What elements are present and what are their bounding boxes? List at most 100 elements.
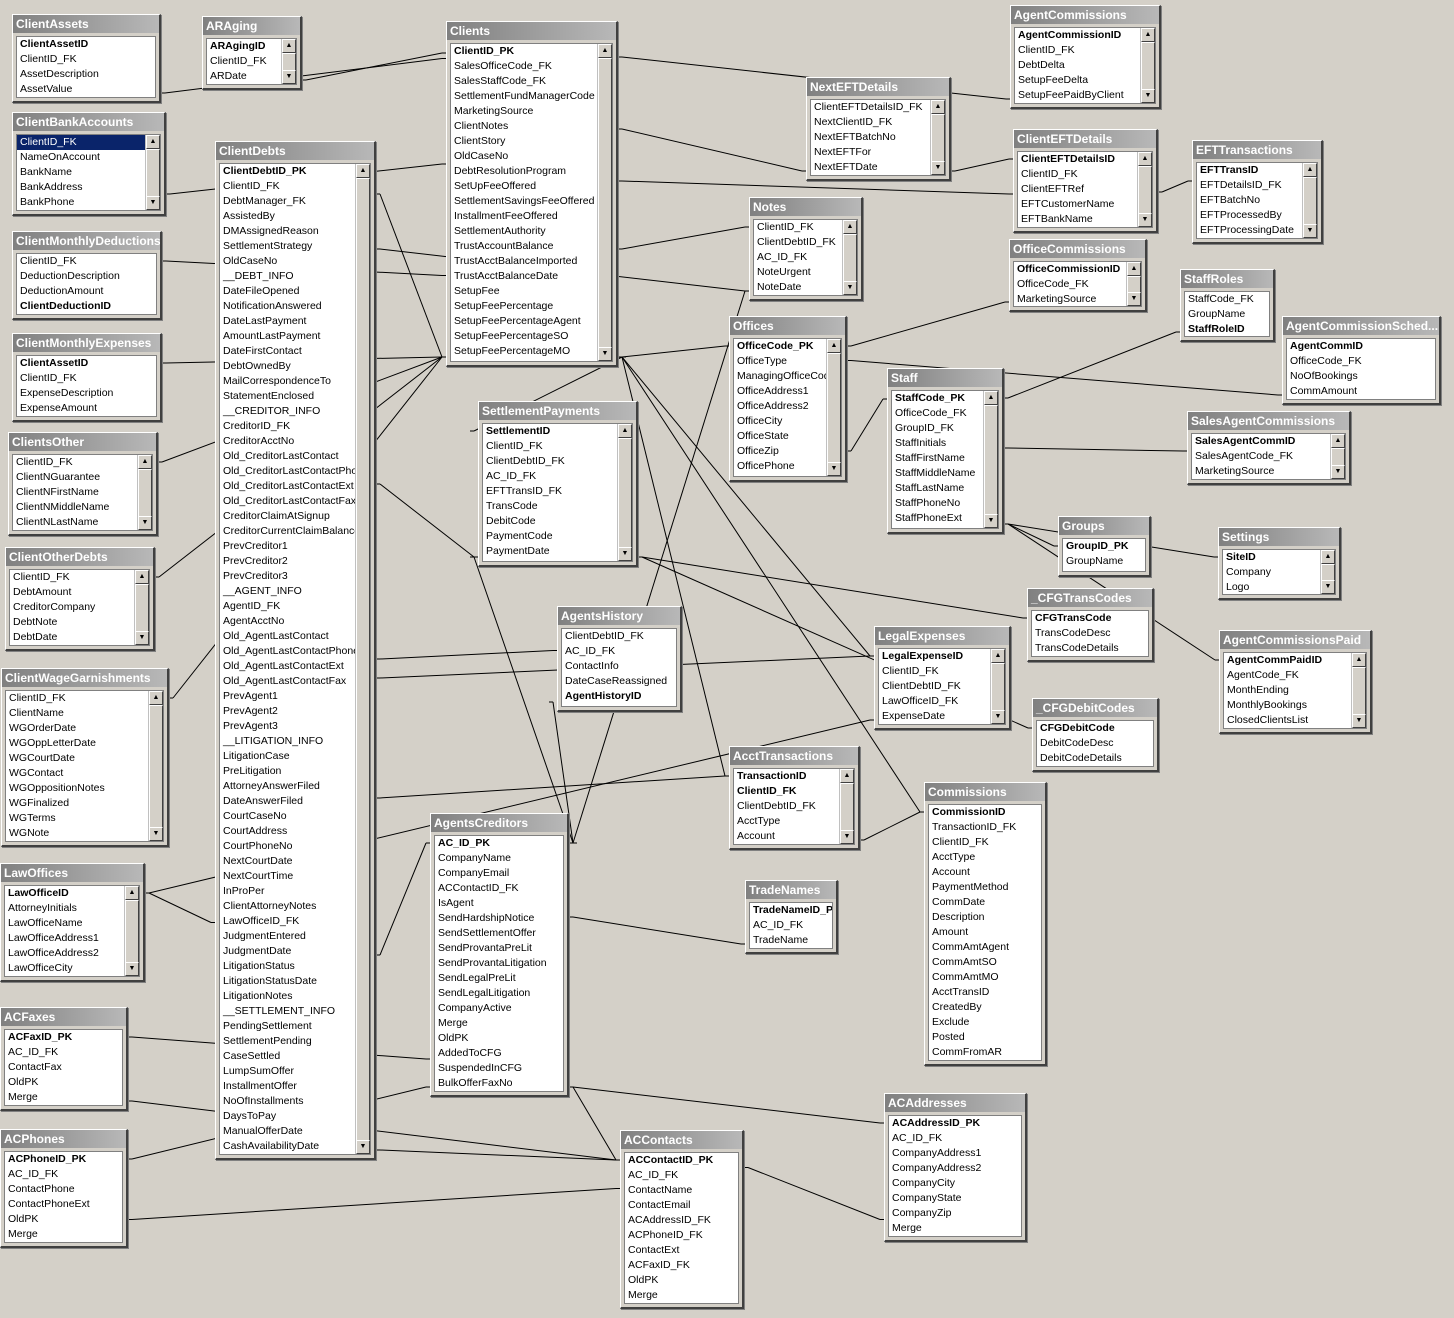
table-field[interactable]: IsAgent bbox=[438, 897, 474, 909]
table-field[interactable]: CommFromAR bbox=[932, 1046, 1002, 1058]
table-field[interactable]: OldPK bbox=[438, 1032, 469, 1044]
table-title-bar[interactable]: ACFaxes bbox=[1, 1008, 126, 1026]
vertical-scrollbar[interactable]: ▲▼ bbox=[1140, 28, 1155, 103]
table-field[interactable]: Old_AgentLastContactExt bbox=[223, 660, 344, 672]
table-field[interactable]: AC_ID_FK bbox=[757, 251, 808, 263]
table-field[interactable]: ClientID_FK bbox=[1018, 44, 1075, 56]
table-field[interactable]: __DEBT_INFO bbox=[223, 270, 294, 282]
vertical-scrollbar[interactable]: ▲▼ bbox=[134, 570, 149, 645]
table-field[interactable]: SetUpFeeOffered bbox=[454, 180, 537, 192]
vertical-scrollbar[interactable]: ▲▼ bbox=[1351, 653, 1366, 728]
scroll-down-arrow-icon[interactable]: ▼ bbox=[1352, 714, 1366, 728]
scroll-down-arrow-icon[interactable]: ▼ bbox=[991, 710, 1005, 724]
table-title-bar[interactable]: Commissions bbox=[925, 783, 1045, 801]
table-field[interactable]: CourtCaseNo bbox=[223, 810, 287, 822]
table-field[interactable]: SalesAgentCode_FK bbox=[1195, 450, 1294, 462]
table-field[interactable]: DebtNote bbox=[13, 616, 58, 628]
table-field[interactable]: DebtAmount bbox=[13, 586, 72, 598]
relationship-line-accontacts-acphones[interactable] bbox=[131, 1188, 617, 1220]
scroll-down-arrow-icon[interactable]: ▼ bbox=[618, 547, 632, 561]
scroll-up-arrow-icon[interactable]: ▲ bbox=[1138, 152, 1152, 166]
table-field[interactable]: ContactInfo bbox=[565, 660, 619, 672]
table-field[interactable]: EFTProcessedBy bbox=[1200, 209, 1282, 221]
table-title-bar[interactable]: ClientDebts bbox=[216, 142, 374, 160]
table-field[interactable]: CompanyCity bbox=[892, 1177, 956, 1189]
relationship-line-agentscreditors-acaddresses[interactable] bbox=[572, 1086, 881, 1124]
table-field[interactable]: LitigationNotes bbox=[223, 990, 293, 1002]
table-field[interactable]: SetupFeePaidByClient bbox=[1018, 89, 1124, 101]
scroll-down-arrow-icon[interactable]: ▼ bbox=[1138, 213, 1152, 227]
table-field[interactable]: PrevAgent1 bbox=[223, 690, 278, 702]
scroll-thumb[interactable] bbox=[356, 178, 370, 1145]
table-field[interactable]: JudgmentDate bbox=[223, 945, 292, 957]
table-field[interactable]: WGOrderDate bbox=[9, 722, 77, 734]
table-field[interactable]: PrevCreditor1 bbox=[223, 540, 288, 552]
table-field[interactable]: DateCaseReassigned bbox=[565, 675, 668, 687]
relationship-line-staff-staffroles[interactable] bbox=[1007, 331, 1177, 399]
table-field[interactable]: AC_ID_FK bbox=[486, 470, 537, 482]
table-field[interactable]: ContactPhone bbox=[8, 1183, 75, 1195]
vertical-scrollbar[interactable]: ▲▼ bbox=[617, 424, 632, 561]
table-field[interactable]: ARDate bbox=[210, 70, 247, 82]
table-field[interactable]: DebtOwnedBy bbox=[223, 360, 291, 372]
table-field[interactable]: JudgmentEntered bbox=[223, 930, 306, 942]
table-field[interactable]: BankPhone bbox=[20, 196, 75, 208]
table-field[interactable]: AC_ID_FK bbox=[892, 1132, 943, 1144]
scroll-thumb[interactable] bbox=[931, 114, 945, 166]
table-field[interactable]: LawOfficeAddress2 bbox=[8, 947, 99, 959]
table-field[interactable]: NoOfBookings bbox=[1290, 370, 1358, 382]
table-field[interactable]: AcctType bbox=[737, 815, 781, 827]
vertical-scrollbar[interactable]: ▲▼ bbox=[145, 135, 160, 210]
primary-key-field[interactable]: CFGTransCode bbox=[1035, 612, 1112, 624]
table-title-bar[interactable]: StaffRoles bbox=[1181, 270, 1273, 288]
table-field[interactable]: NotificationAnswered bbox=[223, 300, 322, 312]
table-field[interactable]: ManualOfferDate bbox=[223, 1125, 303, 1137]
table-field[interactable]: OfficeZip bbox=[737, 445, 779, 457]
table-field[interactable]: OldCaseNo bbox=[223, 255, 278, 267]
table-title-bar[interactable]: TradeNames bbox=[746, 881, 836, 899]
table-field[interactable]: OldPK bbox=[8, 1213, 39, 1225]
primary-key-field[interactable]: ClientDebtID_PK bbox=[223, 165, 307, 177]
relationship-line-clientdebts-accontacts[interactable] bbox=[379, 1149, 617, 1161]
table-field[interactable]: InProPer bbox=[223, 885, 265, 897]
primary-key-field[interactable]: SettlementID bbox=[486, 425, 551, 437]
table-field[interactable]: DebtDate bbox=[13, 631, 58, 643]
table-field[interactable]: MarketingSource bbox=[1195, 465, 1275, 477]
table-field[interactable]: ExpenseAmount bbox=[20, 402, 98, 414]
relationship-line-agentscreditors-tradenames[interactable] bbox=[572, 916, 742, 945]
vertical-scrollbar[interactable]: ▲▼ bbox=[842, 220, 857, 295]
relationship-line-clientdebts-agentscreditors[interactable] bbox=[379, 842, 427, 956]
table-field[interactable]: DMAssignedReason bbox=[223, 225, 319, 237]
table-field[interactable]: LitigationCase bbox=[223, 750, 290, 762]
table-field[interactable]: DebitCodeDetails bbox=[1040, 752, 1122, 764]
table-field[interactable]: ClientID_FK bbox=[223, 180, 280, 192]
table-field[interactable]: PrevCreditor2 bbox=[223, 555, 288, 567]
scroll-up-arrow-icon[interactable]: ▲ bbox=[984, 391, 998, 405]
table-title-bar[interactable]: _CFGTransCodes bbox=[1028, 589, 1152, 607]
table-field[interactable]: StaffCode_FK bbox=[1188, 293, 1254, 305]
table-field[interactable]: EFTTransID_FK bbox=[486, 485, 563, 497]
scroll-down-arrow-icon[interactable]: ▼ bbox=[125, 962, 139, 976]
table-field[interactable]: ClientDebtID_FK bbox=[565, 630, 644, 642]
table-field[interactable]: CreditorClaimAtSignup bbox=[223, 510, 330, 522]
vertical-scrollbar[interactable]: ▲▼ bbox=[137, 455, 152, 530]
table-field[interactable]: CommAmtAgent bbox=[932, 941, 1010, 953]
table-field[interactable]: StaffLastName bbox=[895, 482, 965, 494]
